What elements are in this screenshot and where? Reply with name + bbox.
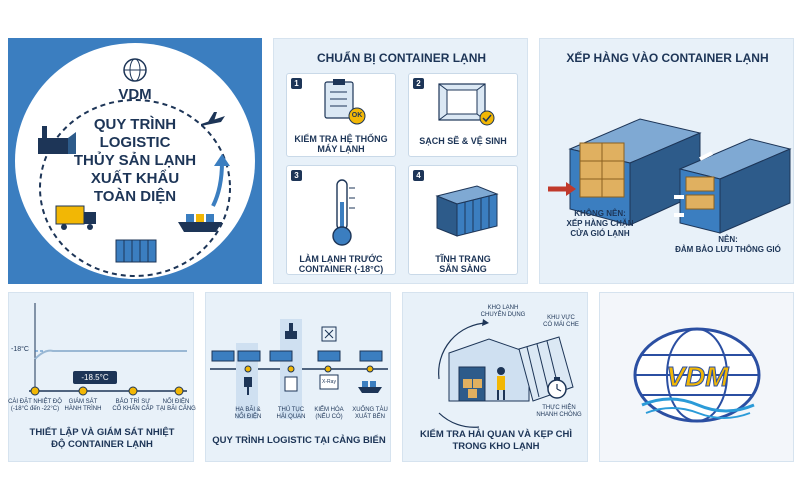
vdm-logo: [633, 327, 761, 423]
monitor-title: THIẾT LẬP VÀ GIÁM SÁT NHIỆT ĐỘ CONTAINER…: [29, 427, 175, 450]
worker-icon: [497, 367, 505, 400]
hero-brand: VDM: [118, 86, 152, 103]
logo-text: VDM: [666, 361, 729, 393]
loading-illustration: [548, 118, 792, 234]
container-row: [211, 350, 383, 362]
hero-card: VDM QUY TRÌNH LOGISTIC THỦY SẢN LẠNH XUẤ…: [8, 38, 262, 284]
good-practice-label: NÊN: ĐẢM BẢO LƯU THÔNG GIÓ: [675, 235, 781, 254]
clipboard-icon: [324, 79, 366, 125]
blocked-container: [568, 118, 702, 226]
cold-storage-label: KHO LẠNH CHUYÊN DỤNG: [480, 305, 526, 318]
temperature-display: -18.5°C: [73, 371, 117, 384]
airflow-arrow: [699, 151, 713, 161]
monitor-point-3: BẢO TRÌ SỰ CỐ KHẨN CẤP: [112, 399, 154, 412]
bad-practice-label: KHÔNG NÊN: XẾP HÀNG CHẶN CỬA GIÓ LẠNH: [566, 209, 634, 238]
monitor-point-4: NỐI ĐIỆN TẠI BÃI CẢNG: [156, 399, 196, 412]
temperature-chart-illustration: [29, 303, 187, 396]
container-icon: [115, 239, 157, 263]
prepare-step-3: 3 LÀM LẠNH TRƯỚC CONTAINER (-18°C): [286, 165, 396, 275]
truck-icon: [55, 205, 96, 230]
hero-illustration: [38, 58, 231, 277]
ready-container-icon: [435, 185, 499, 237]
plug-icon: [244, 377, 252, 395]
inspect-icon: [321, 326, 337, 342]
thermometer-icon: [332, 179, 355, 246]
loading-title: XẾP HÀNG VÀO CONTAINER LẠNH: [566, 51, 769, 65]
ship-icon: [358, 381, 382, 393]
prepare-card: CHUẨN BỊ CONTAINER LẠNH 1 OK KIỂM TRA HỆ…: [273, 38, 528, 284]
customs-title: KIỂM TRA HẢI QUAN VÀ KẸP CHÌ TRONG KHO L…: [419, 429, 572, 452]
port-card: X-Ray HẠ BÃI & NỐI ĐIỆN THỦ TỤC HẢI QUAN…: [205, 292, 391, 462]
x-ray-badge: X-Ray: [322, 379, 336, 385]
fast-label: THỰC HIỆN NHANH CHÓNG: [536, 405, 582, 418]
plane-icon: [201, 112, 225, 126]
prepare-step-1: 1 OK KIỂM TRA HỆ THỐNG MÁY LẠNH: [286, 73, 396, 157]
port-step-2: THỦ TỤC HẢI QUAN: [276, 407, 306, 420]
prepare-step-2: 2 SẠCH SẼ & VỆ SINH: [408, 73, 518, 157]
monitor-point-1: CÀI ĐẶT NHIỆT ĐỘ (-18°C đến -22°C): [8, 399, 62, 412]
globe-icon: [123, 58, 147, 82]
port-title: QUY TRÌNH LOGISTIC TẠI CẢNG BIỂN: [212, 435, 386, 446]
monitor-card: -18°C -18.5°C CÀI ĐẶT NHIỆT ĐỘ (-18°C đế…: [8, 292, 196, 462]
loading-card: XẾP HÀNG VÀO CONTAINER LẠNH KHÔNG NÊN: X…: [539, 38, 794, 284]
ok-badge: OK: [351, 112, 363, 119]
temp-axis-label: -18°C: [11, 346, 29, 353]
warehouse-building: [448, 336, 574, 402]
customs-card: KHO LẠNH CHUYÊN DỤNG KHU VỰC CÓ MÁI CHE …: [402, 292, 588, 462]
monitor-point-2: GIÁM SÁT HÀNH TRÌNH: [64, 399, 102, 412]
port-step-1: HẠ BÃI & NỐI ĐIỆN: [234, 407, 262, 420]
hero-title: QUY TRÌNH LOGISTIC THỦY SẢN LẠNH XUẤT KH…: [73, 116, 197, 205]
x-ray-icon: [319, 374, 339, 390]
warehouse-illustration: [438, 319, 574, 428]
prepare-step-4: 4 TĨNH TRANG SẴN SÀNG: [408, 165, 518, 275]
port-step-3: KIỂM HÓA (NẾU CÓ): [314, 407, 344, 420]
clean-container-icon: [438, 83, 495, 126]
port-step-4: XUỐNG TÀU XUẤT BẾN: [352, 407, 388, 420]
covered-area-label: KHU VỰC CÓ MÁI CHE: [543, 315, 579, 328]
logo-card: VDM: [599, 292, 794, 462]
stopwatch-icon: [547, 377, 567, 399]
factory-icon: [38, 126, 76, 154]
document-icon: [284, 376, 298, 392]
growth-arrow-icon: [211, 161, 224, 207]
prepare-title: CHUẨN BỊ CONTAINER LẠNH: [316, 51, 487, 65]
port-process-illustration: [210, 319, 388, 419]
stamp-icon: [285, 323, 297, 339]
ship-icon: [178, 214, 222, 232]
ventilated-container: [678, 138, 792, 234]
